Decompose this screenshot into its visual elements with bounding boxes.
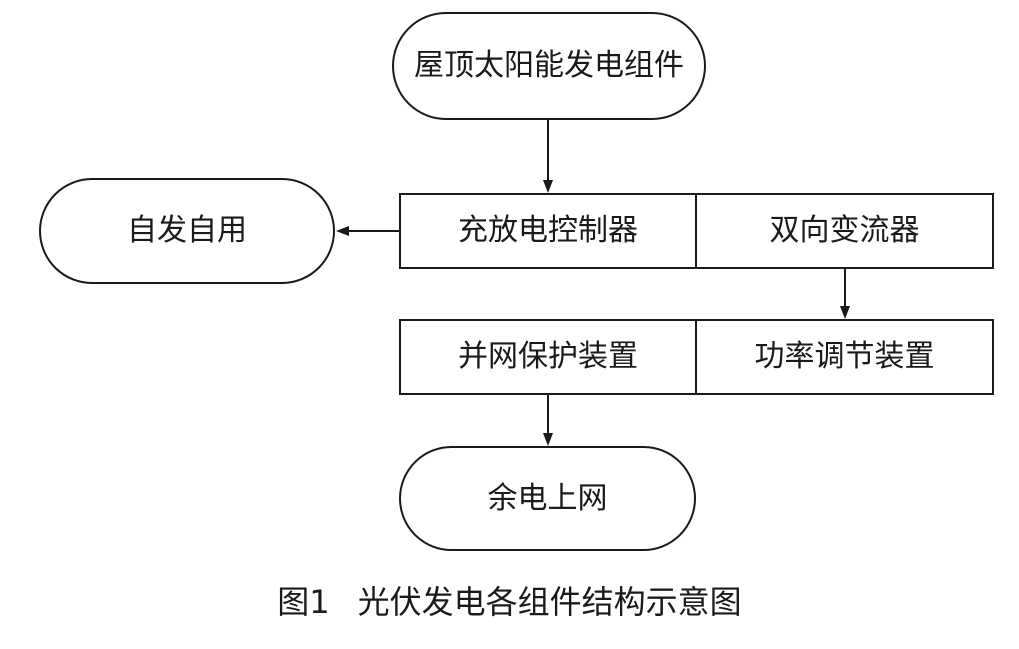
node-bidirectional-inverter: 双向变流器 — [695, 193, 994, 269]
node-label: 余电上网 — [487, 480, 608, 516]
arrow-protection-to-surplus — [543, 395, 553, 446]
figure-number: 图1 — [277, 583, 330, 621]
node-label: 充放电控制器 — [458, 213, 638, 248]
flowchart: 屋顶太阳能发电组件 自发自用 充放电控制器 双向变流器 并网保护装置 功率调节装… — [39, 12, 994, 551]
node-self-use: 自发自用 — [39, 178, 335, 284]
node-power-regulation: 功率调节装置 — [695, 319, 994, 395]
node-charge-controller: 充放电控制器 — [399, 193, 697, 269]
arrow-inverter-to-power-regulation — [840, 269, 850, 319]
node-label: 自发自用 — [127, 213, 247, 248]
node-label: 功率调节装置 — [754, 339, 935, 374]
figure-caption: 图1 光伏发电各组件结构示意图 — [0, 582, 1019, 622]
figure-title: 光伏发电各组件结构示意图 — [357, 583, 742, 621]
node-rooftop-solar-module: 屋顶太阳能发电组件 — [392, 12, 706, 120]
node-label: 并网保护装置 — [458, 339, 638, 374]
node-label: 双向变流器 — [769, 213, 920, 248]
arrow-rooftop-to-controller — [543, 120, 553, 193]
arrow-controller-to-self-use — [336, 226, 399, 236]
node-label: 屋顶太阳能发电组件 — [414, 48, 684, 83]
node-surplus-to-grid: 余电上网 — [399, 446, 696, 551]
node-grid-protection: 并网保护装置 — [399, 319, 697, 395]
